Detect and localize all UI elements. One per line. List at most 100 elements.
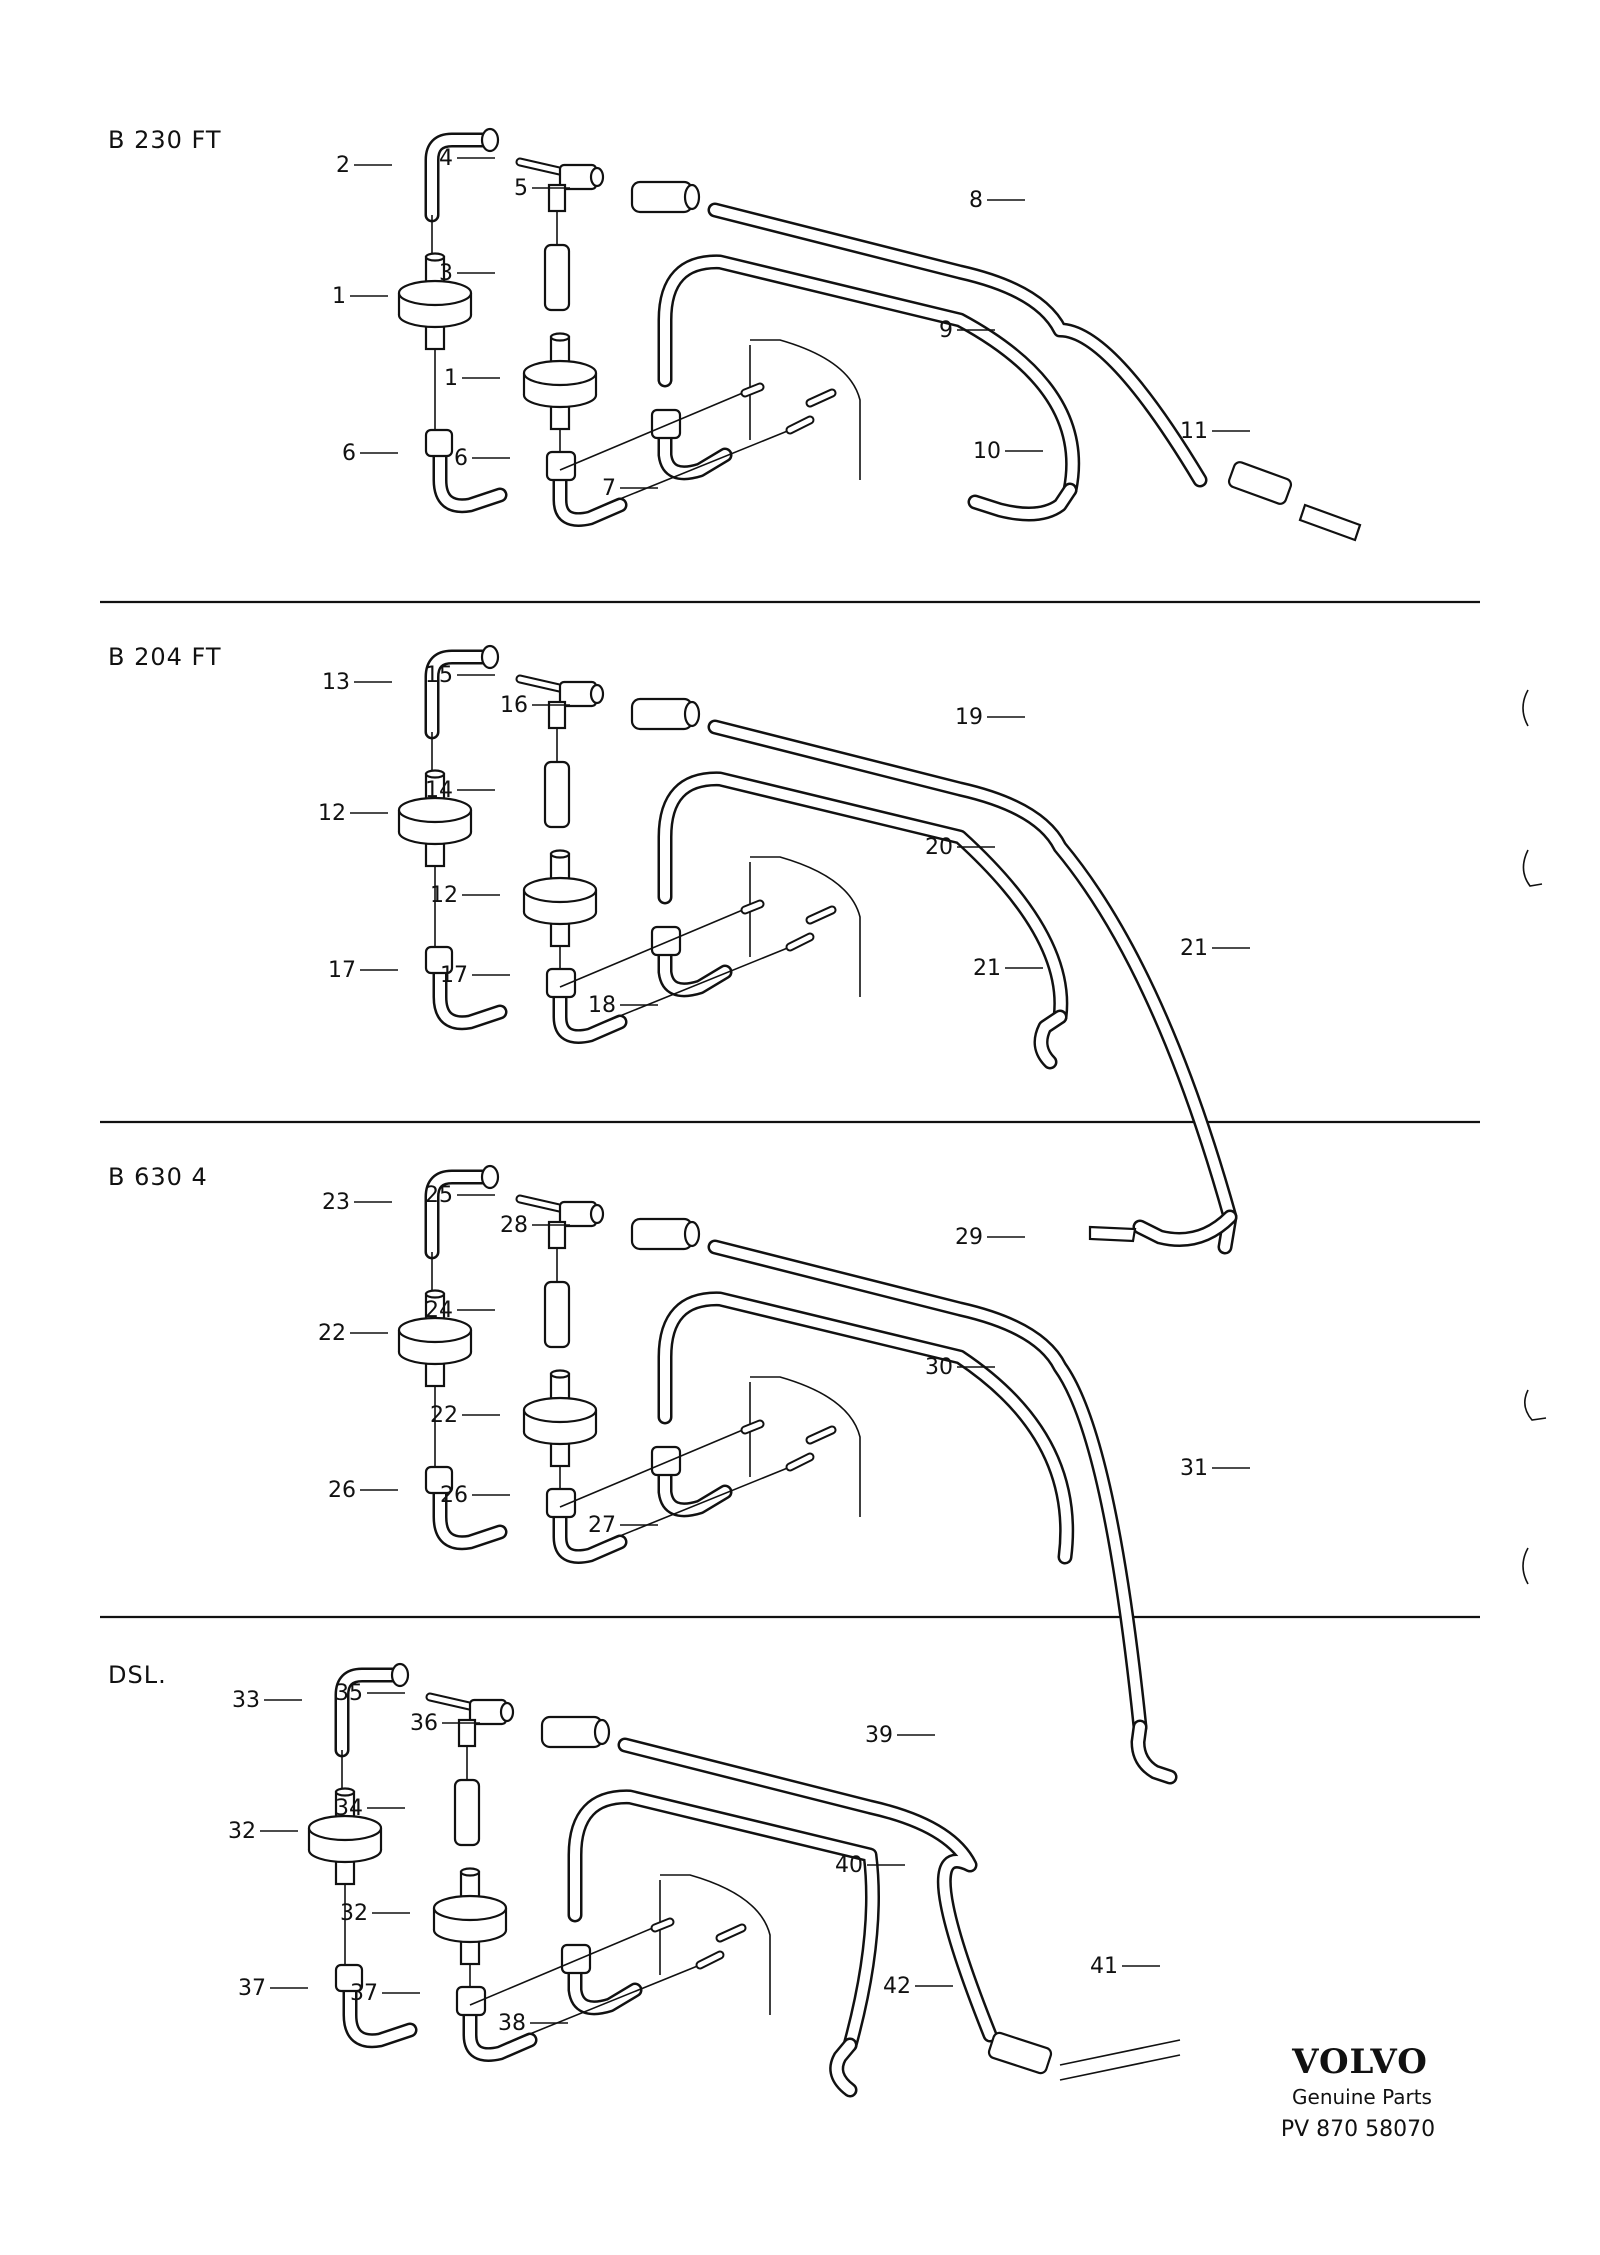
hose-assembly — [397, 1164, 1178, 1785]
part-label-tee: 35 — [335, 1681, 363, 1706]
part-label-nipple: 24 — [425, 1298, 453, 1323]
tee-opening — [589, 166, 605, 188]
mounting-bracket — [750, 1376, 861, 1517]
part-label-bendA: 26 — [328, 1478, 356, 1503]
part-label-filterB: 12 — [430, 883, 458, 908]
part-label-elbow: 13 — [322, 670, 350, 695]
part-label-inner: 9 — [939, 318, 953, 343]
bend-sleeve — [650, 408, 682, 440]
part-label-coupler: 28 — [500, 1213, 528, 1238]
end-fitting — [987, 2031, 1053, 2075]
bend-left — [432, 1474, 508, 1551]
connector-line — [604, 1466, 791, 1543]
inner-end-elbow — [829, 2037, 858, 2098]
part-label-coupler: 36 — [410, 1711, 438, 1736]
part-label-elbow: 23 — [322, 1190, 350, 1215]
bend-sleeve — [545, 1487, 577, 1519]
inner-end-elbow — [967, 482, 1078, 522]
part-label-innerEnd: 21 — [973, 956, 1001, 981]
part-label-tee: 15 — [425, 663, 453, 688]
tee-opening — [589, 683, 605, 705]
hose-outer — [707, 202, 1208, 488]
small-tube — [740, 382, 765, 398]
small-tube — [785, 932, 815, 952]
bend-left — [432, 437, 508, 514]
part-label-elbow: 2 — [336, 153, 350, 178]
part-label-bendA: 17 — [328, 958, 356, 983]
filter-left — [307, 1787, 383, 1886]
part-label-tee: 25 — [425, 1183, 453, 1208]
part-label-bendC: 27 — [588, 1513, 616, 1538]
part-label-coupler: 16 — [500, 693, 528, 718]
part-label-bendC: 38 — [498, 2011, 526, 2036]
bend-middle — [552, 1499, 628, 1564]
mounting-bracket — [660, 1874, 771, 2015]
hose-inner — [567, 1789, 880, 2053]
hose-assembly — [307, 1662, 1181, 2098]
filter-middle — [522, 849, 598, 948]
tee-stem — [547, 700, 567, 730]
filter-middle — [522, 332, 598, 431]
small-tube — [805, 388, 837, 408]
part-label-filterA: 1 — [332, 284, 346, 309]
part-label-outer: 19 — [955, 705, 983, 730]
connector-line — [514, 1964, 701, 2041]
coupler-opening — [683, 183, 701, 211]
small-tube — [695, 1950, 725, 1970]
part-label-bendB: 6 — [454, 446, 468, 471]
section-title: B 204 FT — [108, 643, 222, 671]
small-tube — [805, 905, 837, 925]
nipple-pipe — [543, 760, 571, 829]
connector-line — [469, 1926, 656, 2006]
section-title: B 630 4 — [108, 1163, 208, 1191]
filter-left — [397, 769, 473, 868]
coupler-opening — [683, 1220, 701, 1248]
bend-sleeve — [545, 967, 577, 999]
hose-outer — [707, 719, 1238, 1255]
part-label-tee: 4 — [439, 146, 453, 171]
bend-right — [657, 939, 733, 998]
end-elbow — [1130, 1719, 1178, 1785]
hose-inner — [657, 771, 1069, 1025]
part-label-end: 21 — [1180, 936, 1208, 961]
part-label-filterA: 22 — [318, 1321, 346, 1346]
hose-assembly — [397, 127, 1362, 542]
end-fitting-thread — [1298, 503, 1362, 542]
small-tube — [805, 1425, 837, 1445]
elbow-pipe — [424, 1169, 496, 1260]
connector-line — [604, 946, 791, 1023]
part-label-nipple: 34 — [335, 1796, 363, 1821]
hose-inner — [657, 1291, 1075, 1565]
part-label-bendB: 26 — [440, 1483, 468, 1508]
part-label-outer: 29 — [955, 1225, 983, 1250]
coupler-opening — [593, 1718, 611, 1746]
part-label-elbow: 33 — [232, 1688, 260, 1713]
part-label-filterB: 32 — [340, 1901, 368, 1926]
end-fitting — [1227, 461, 1293, 505]
part-label-innerEnd: 10 — [973, 439, 1001, 464]
brand-subtitle: Genuine Parts — [1292, 2085, 1432, 2109]
elbow-pipe — [424, 649, 496, 740]
part-label-bendB: 17 — [440, 963, 468, 988]
tee-opening — [589, 1203, 605, 1225]
filter-left — [397, 1289, 473, 1388]
part-label-end: 31 — [1180, 1456, 1208, 1481]
bend-left — [342, 1972, 418, 2049]
footer-logo: VOLVO Genuine Parts PV 870 58070 — [1281, 2042, 1435, 2142]
small-tube — [785, 1452, 815, 1472]
bend-sleeve — [424, 945, 454, 975]
part-label-outer: 8 — [969, 188, 983, 213]
bend-middle — [462, 1997, 538, 2062]
bend-left — [432, 954, 508, 1031]
part-label-nipple: 3 — [439, 261, 453, 286]
hose-inner — [657, 254, 1081, 498]
bend-right — [657, 422, 733, 481]
part-label-inner: 30 — [925, 1355, 953, 1380]
filter-middle — [522, 1369, 598, 1468]
coupler-opening — [683, 700, 701, 728]
connector-line — [604, 429, 791, 506]
nipple-pipe — [543, 1280, 571, 1349]
